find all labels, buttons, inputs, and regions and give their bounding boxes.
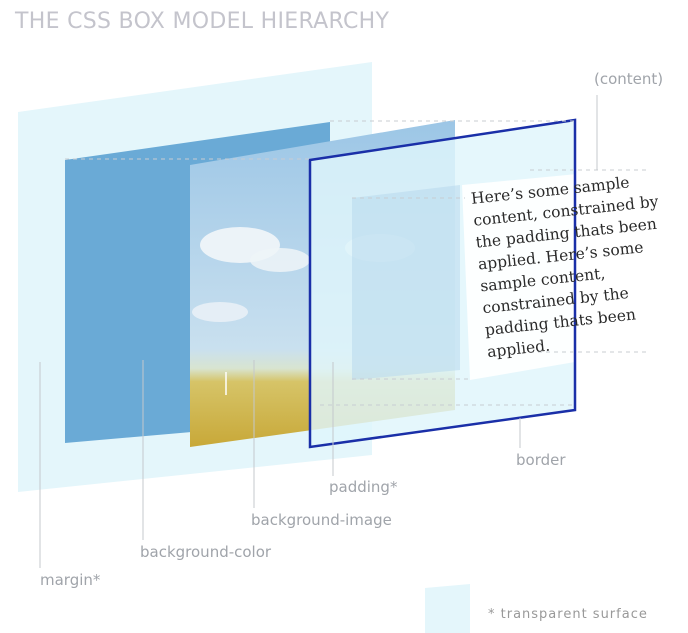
leader-lines	[39, 95, 598, 568]
border-layer	[308, 118, 577, 449]
content-area	[352, 185, 460, 380]
content-text-box	[462, 168, 645, 380]
label-background-color: background-color	[140, 543, 272, 561]
legend-swatch	[425, 584, 470, 633]
guide-dashes	[65, 120, 650, 406]
label-padding: padding*	[329, 478, 398, 496]
label-margin: margin*	[40, 571, 101, 589]
label-border: border	[516, 451, 566, 469]
sample-content-text: Here’s some sample content, constrained …	[470, 173, 660, 362]
legend-text: * transparent surface	[488, 607, 648, 622]
page-title: THE CSS BOX MODEL HIERARCHY	[15, 9, 390, 34]
label-background-image: background-image	[251, 511, 392, 529]
label-content: (content)	[594, 70, 664, 88]
